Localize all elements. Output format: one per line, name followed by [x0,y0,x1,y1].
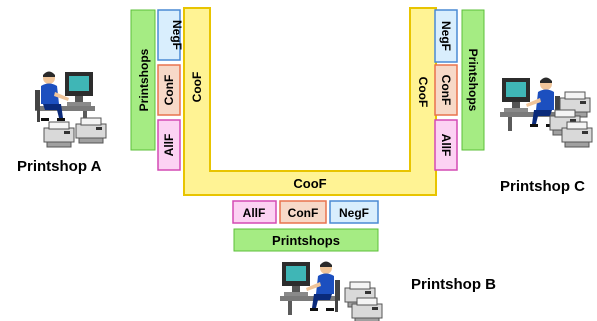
bottom-allf-label: AllF [243,206,266,220]
left-allf-label: AllF [162,134,176,157]
printshop-a-label: Printshop A [17,158,102,175]
left-negf-label: NegF [170,20,184,50]
printshop-a-operator-icon [35,72,95,126]
right-coof-label: CooF [416,77,430,108]
printshop-a-printer-icon [44,122,74,147]
right-negf-label: NegF [439,21,453,51]
coof-channel [184,8,436,195]
printshop-b-label: Printshop B [411,276,496,293]
right-allf-label: AllF [439,134,453,157]
printshop-b-operator-icon [280,262,340,316]
right-printshops-label: Printshops [466,49,480,112]
bottom-negf-label: NegF [339,206,369,220]
left-conf-label: ConF [162,75,176,106]
left-coof-label: CooF [190,72,204,103]
bottom-conf-label: ConF [288,206,319,220]
printshop-c-label: Printshop C [500,178,585,195]
right-conf-label: ConF [439,75,453,106]
bottom-coof-label: CooF [293,176,326,191]
bottom-printshops-label: Printshops [272,233,340,248]
printshop-b-printer-icon-2 [352,298,382,321]
printshop-a-printer-icon-2 [76,118,106,143]
left-printshops-label: Printshops [137,48,151,111]
printshop-c-printer-icon-3 [562,122,592,147]
